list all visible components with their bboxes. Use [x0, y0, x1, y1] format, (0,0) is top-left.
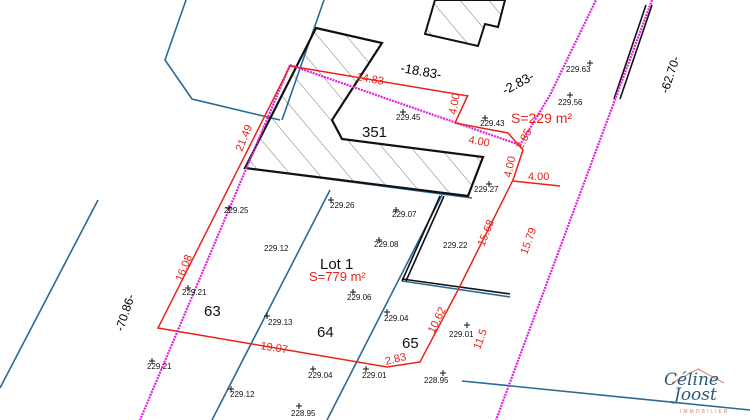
lot-title: Lot 1 [320, 256, 353, 273]
lot-area: S=779 m² [309, 269, 366, 284]
dim-label: 21.49 [234, 123, 255, 153]
neighbor-boundary [164, 0, 281, 121]
annex-area: S=229 m² [511, 110, 572, 126]
property-boundary [138, 0, 654, 420]
dim-label: 2.85 [514, 127, 535, 152]
parcel-line-lower [461, 380, 750, 411]
logo-line1: Céline [664, 370, 719, 390]
parcel-number: 351 [362, 124, 387, 141]
logo-roof-icon [671, 368, 725, 384]
altitude: 229.63 [566, 65, 591, 74]
altitude: 229.12 [230, 390, 255, 399]
far-left-line [0, 199, 99, 389]
altitude: 229.04 [384, 314, 409, 323]
altitude: 229.56 [558, 98, 583, 107]
logo-line2: Joost [674, 385, 717, 405]
altitude: 229.27 [474, 185, 499, 194]
dim-label: 4.00 [528, 171, 549, 183]
dim-label: -2.83- [499, 68, 536, 97]
altitude: 228.95 [424, 376, 449, 385]
parcel-number: 65 [402, 335, 419, 352]
altitude: 229.07 [392, 210, 417, 219]
black-lines [401, 4, 653, 295]
altitude: 229.01 [449, 330, 474, 339]
dim-label: 4.00 [502, 155, 518, 178]
altitude: 229.04 [308, 371, 333, 380]
lot-boundary [156, 65, 561, 368]
parcel-number: 64 [317, 324, 334, 341]
altitude: 229.21 [182, 288, 207, 297]
dim-label: 15.68 [476, 218, 497, 248]
logo-line3: IMMOBILIER [680, 409, 730, 415]
altitude: 229.26 [330, 201, 355, 210]
altitude: 229.43 [480, 119, 505, 128]
dim-label: 19.07 [260, 340, 289, 356]
dim-label: 16.08 [174, 253, 195, 283]
dim-label: 15.79 [519, 226, 540, 256]
dim-label: 4.00 [447, 92, 463, 115]
altitude: 229.13 [268, 318, 293, 327]
company-logo: Céline Joost IMMOBILIER [650, 365, 746, 420]
parcel-line-horizontal [401, 280, 511, 298]
dim-label: 2.83 [384, 351, 408, 368]
dim-label: 11.5 [472, 328, 490, 351]
parcel-number: 63 [204, 303, 221, 320]
altitude: 229.06 [347, 293, 372, 302]
altitude: 229.21 [147, 362, 172, 371]
altitude: 229.22 [443, 241, 468, 250]
altitude: 229.01 [362, 371, 387, 380]
dim-label: -70.86- [113, 292, 138, 332]
dim-label: 4.00 [467, 134, 490, 150]
altitude: 229.25 [224, 206, 249, 215]
altitude: 229.45 [396, 113, 421, 122]
altitude: 229.12 [264, 244, 289, 253]
parcel-line-63-64 [211, 189, 331, 420]
altitude: 228.95 [291, 409, 316, 418]
dim-label: -62.70- [658, 54, 683, 94]
dim-label: 14.83 [355, 71, 384, 88]
dim-label: 10.62 [426, 305, 449, 335]
altitude: 229.08 [374, 240, 399, 249]
dim-label: -18.83- [399, 60, 442, 82]
building-neighbor [423, 0, 507, 48]
survey-point-markers [149, 60, 593, 409]
